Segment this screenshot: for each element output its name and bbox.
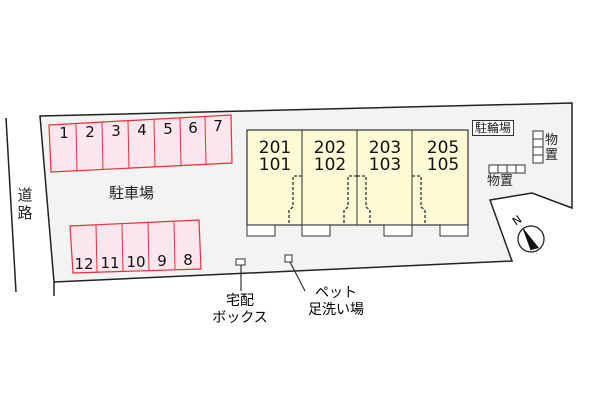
- parking-stall-1: 1: [59, 124, 69, 142]
- storage-units-vertical: [532, 130, 544, 164]
- unit-201-101: 201 101: [250, 140, 300, 174]
- unit-upper: 202: [313, 138, 347, 158]
- parking-row-top: [48, 114, 233, 173]
- parking-stall-12: 12: [74, 255, 94, 273]
- unit-lower: 101: [258, 155, 292, 175]
- unit-lower: 103: [368, 155, 402, 175]
- parking-stall-6: 6: [188, 119, 198, 137]
- bike-parking-label: 駐輪場: [472, 120, 515, 136]
- parking-stall-8: 8: [183, 251, 193, 269]
- parking-stall-5: 5: [163, 120, 173, 138]
- unit-upper: 205: [426, 138, 460, 158]
- pet-wash-marker: [284, 254, 293, 263]
- storage-label-vertical: 物置: [545, 133, 559, 163]
- road-edge-line: [5, 117, 17, 293]
- parking-stall-10: 10: [126, 253, 146, 271]
- delivery-box-marker: [235, 258, 246, 266]
- parking-lot-label: 駐車場: [109, 184, 155, 202]
- unit-203-103: 203 103: [360, 140, 410, 174]
- parking-stall-7: 7: [213, 117, 223, 135]
- parking-stall-3: 3: [111, 122, 121, 140]
- unit-205-105: 205 105: [418, 140, 468, 174]
- storage-units-horizontal: [488, 164, 526, 174]
- parking-stall-9: 9: [157, 252, 167, 270]
- parking-stall-2: 2: [85, 123, 95, 141]
- apartment-building: [246, 129, 469, 237]
- unit-lower: 105: [426, 155, 460, 175]
- parking-row-bottom: [69, 219, 202, 274]
- unit-202-102: 202 102: [305, 140, 355, 174]
- road-label: 道路: [17, 186, 33, 222]
- north-compass-icon: [517, 225, 545, 253]
- pet-wash-leader: [289, 261, 306, 292]
- pet-wash-label: ペット 足洗い場: [308, 285, 364, 318]
- parking-stall-4: 4: [137, 121, 147, 139]
- unit-upper: 203: [368, 138, 402, 158]
- parking-stall-11: 11: [100, 254, 120, 272]
- unit-upper: 201: [258, 138, 292, 158]
- storage-label-horizontal: 物置: [487, 174, 514, 189]
- delivery-box-label: 宅配 ボックス: [212, 293, 268, 326]
- unit-lower: 102: [313, 155, 347, 175]
